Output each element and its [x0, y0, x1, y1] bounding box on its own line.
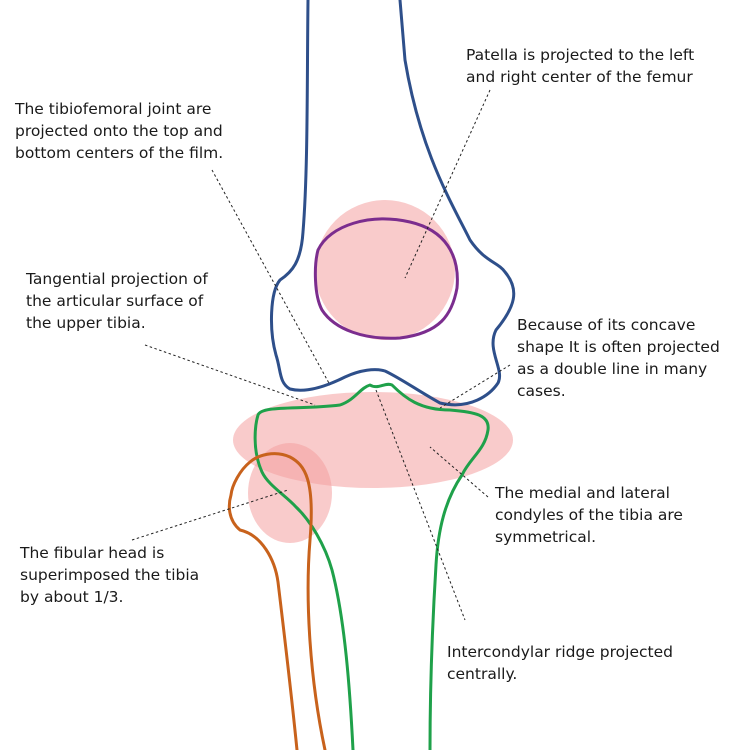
- patella-highlight: [315, 200, 455, 340]
- tangential-leader: [144, 344, 316, 406]
- patella-leader: [404, 89, 491, 279]
- intercondylar-leader: [375, 389, 466, 621]
- tibiofemoral-annotation: The tibiofemoral joint are projected ont…: [15, 100, 224, 162]
- intercondylar-annotation: Intercondylar ridge projected centrally.: [447, 643, 673, 683]
- tangential-annotation: Tangential projection of the articular s…: [26, 270, 208, 332]
- femur-outline: [269, 0, 516, 407]
- concave-leader: [439, 364, 511, 409]
- tibiofemoral-leader: [211, 169, 331, 386]
- patella-outline: [313, 217, 459, 340]
- patella-annotation: Patella is projected to the left and rig…: [466, 46, 695, 86]
- condyles-annotation: The medial and lateral condyles of the t…: [495, 484, 683, 546]
- fibular-leader: [131, 489, 289, 541]
- fibula-outline: [227, 452, 327, 750]
- concave-annotation: Because of its concave shape It is often…: [517, 316, 720, 400]
- fibular-annotation: The fibular head is superimposed the tib…: [20, 544, 200, 606]
